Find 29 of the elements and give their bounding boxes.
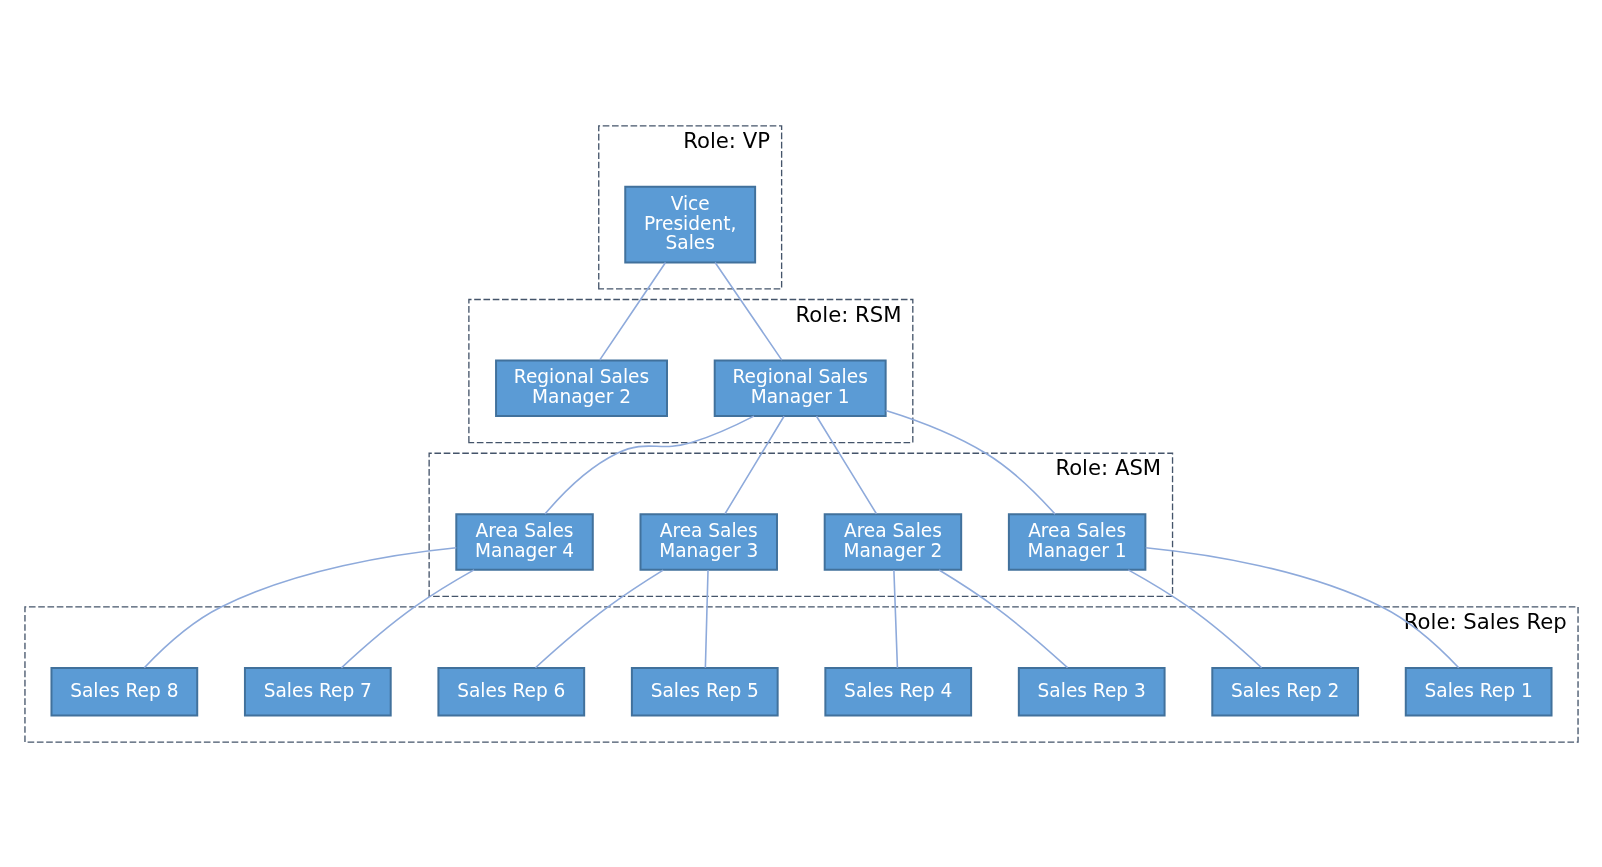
connector <box>1126 568 1262 669</box>
node-box: Sales Rep 1 <box>1404 666 1553 717</box>
connector <box>534 568 664 669</box>
connector <box>937 568 1068 668</box>
node-box: Sales Rep 2 <box>1210 666 1359 717</box>
node-box: Sales Rep 4 <box>823 666 972 717</box>
connector <box>713 261 783 361</box>
connector <box>143 546 457 668</box>
connector <box>340 568 475 669</box>
node-box: Sales Rep 8 <box>49 666 198 717</box>
connector <box>723 414 785 515</box>
node-box: Sales Rep 5 <box>630 666 779 717</box>
node-box: Regional Sales Manager 1 <box>713 358 887 417</box>
connector <box>884 409 1056 515</box>
connector <box>815 414 877 515</box>
node-box: Area Sales Manager 3 <box>639 512 778 571</box>
node-box: Sales Rep 3 <box>1017 666 1166 717</box>
node-box: Area Sales Manager 4 <box>454 512 594 571</box>
connector <box>892 568 898 669</box>
connector <box>598 261 666 361</box>
node-box: Area Sales Manager 1 <box>1007 512 1146 571</box>
node-box: Sales Rep 6 <box>436 666 585 717</box>
connector <box>543 414 755 515</box>
connector <box>1144 546 1459 668</box>
node-box: Vice President, Sales <box>623 185 756 263</box>
connector <box>704 568 709 669</box>
node-box: Area Sales Manager 2 <box>823 512 962 571</box>
node-box: Sales Rep 7 <box>243 666 392 717</box>
node-box: Regional Sales Manager 2 <box>494 358 668 417</box>
